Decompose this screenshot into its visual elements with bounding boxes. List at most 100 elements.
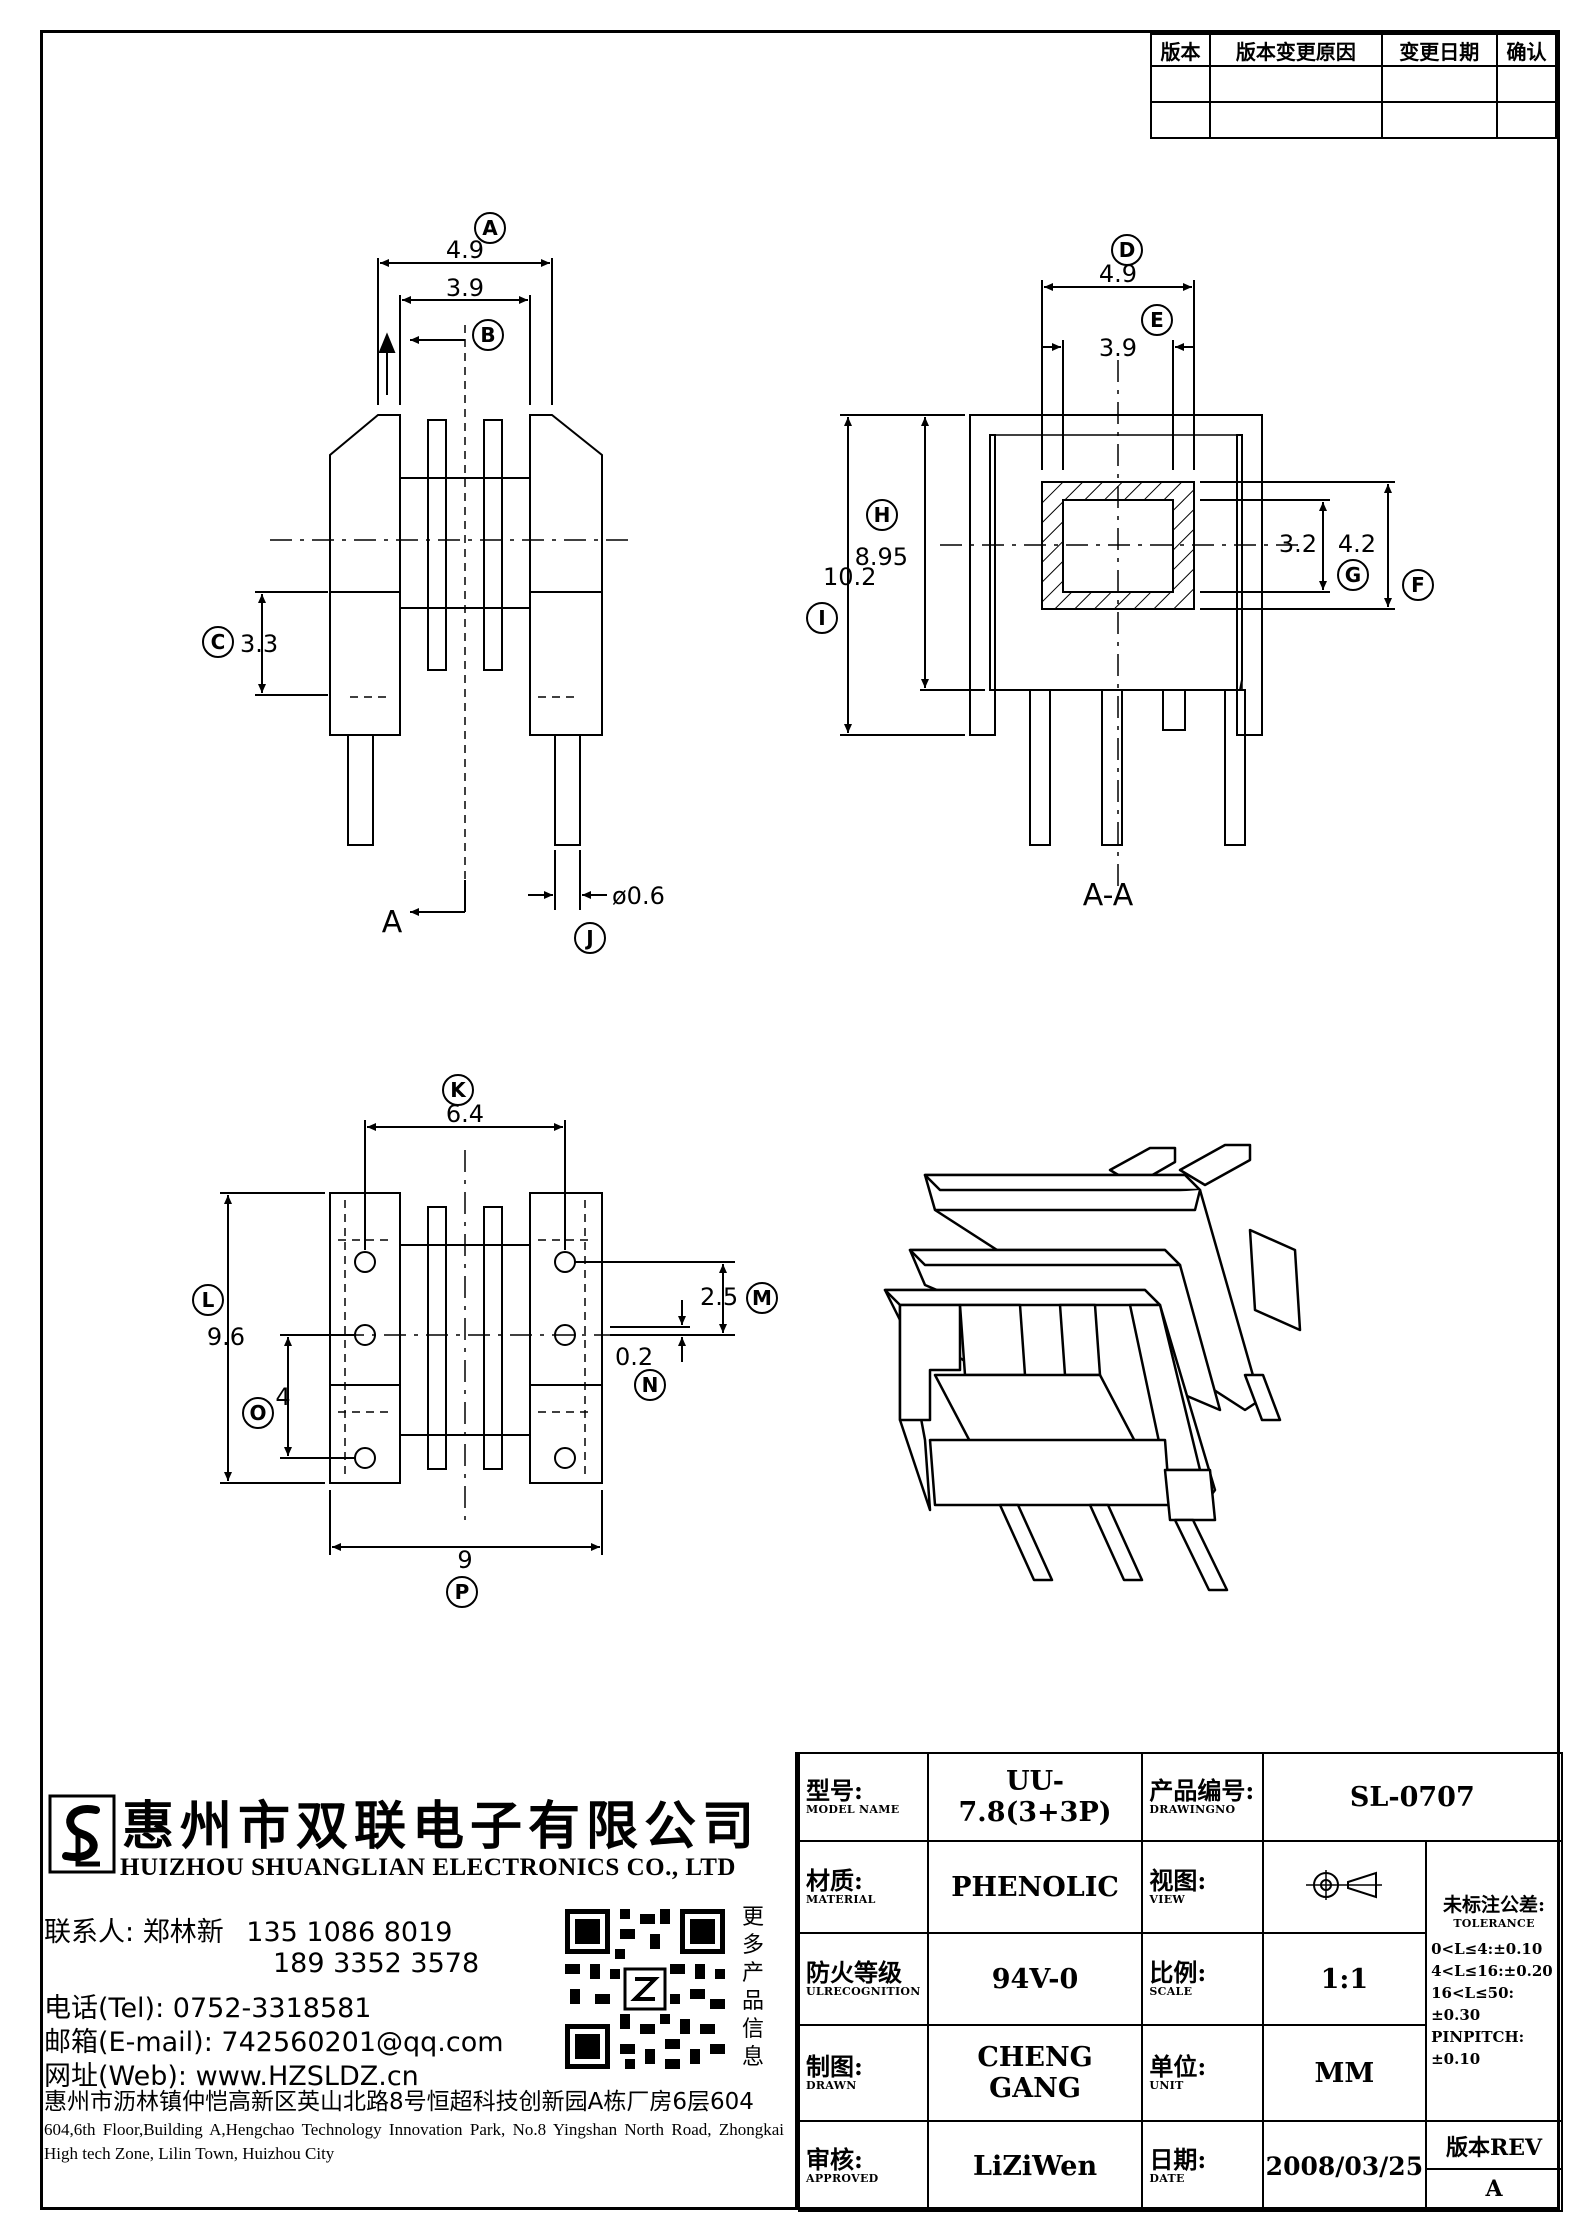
rev-label: 版本REV [1427,2124,1561,2170]
material-label: 材质: [806,1866,863,1895]
rev-header-date: 变更日期 [1380,33,1498,67]
tolerance-1: 0<L≤4:±0.10 [1431,1940,1543,1958]
title-block: 惠州市双联电子有限公司 HUIZHOU SHUANGLIAN ELECTRONI… [40,1752,1564,2212]
label-p: P [455,1580,470,1604]
label-m: M [752,1286,772,1310]
dim-n-value: 0.2 [615,1343,653,1371]
dim-c-value: 3.3 [240,630,278,658]
company-name-cn: 惠州市双联电子有限公司 [122,1796,761,1857]
spec-panel: 型号:MODEL NAME UU-7.8(3+3P) 产品编号:DRAWINGN… [795,1752,1564,2212]
label-o: O [249,1401,266,1425]
contact-label: 联系人: [44,1917,135,1948]
projection-symbol-icon [1306,1870,1383,1900]
dim-j-value: ø0.6 [612,882,665,910]
label-k: K [450,1078,467,1102]
rev-value: A [1485,2176,1503,2202]
label-d: D [1119,238,1136,262]
drawn-label-en: DRAWN [806,2079,857,2092]
section-mark-bottom: A [382,905,403,940]
web-link[interactable]: www.HZSLDZ.cn [195,2061,419,2092]
technical-drawing: 4.9 3.9 3.3 ø0.6 A A B C J [192,212,1434,1608]
address-en: 604,6th Floor,Building A,Hengchao Techno… [44,2120,784,2163]
drawn-value: CHENG GANG [926,2024,1144,2122]
section-view [840,280,1395,900]
flame-label: 防火等级 [806,1958,902,1987]
view-label-en: VIEW [1149,1893,1186,1906]
tel-label: 电话(Tel): [44,1993,165,2024]
isometric-view [883,1143,1302,1592]
dim-o-value: 4 [275,1383,290,1411]
rev-row [1149,65,1558,103]
dim-m-value: 2.5 [700,1283,738,1311]
label-h: H [874,503,891,527]
drawing-no-label: 产品编号: [1149,1776,1255,1805]
rev-header-confirm: 确认 [1495,33,1558,67]
company-panel: 惠州市双联电子有限公司 HUIZHOU SHUANGLIAN ELECTRONI… [40,1752,785,2210]
label-a: A [482,216,498,240]
unit-value: MM [1261,2024,1428,2122]
dim-h-value: 8.95 [855,543,908,571]
label-f: F [1411,573,1425,597]
unit-label-en: UNIT [1149,2079,1184,2092]
tolerance-4: PINPITCH:±0.10 [1431,2028,1525,2068]
label-c: C [211,630,226,654]
view-label: 视图: [1149,1866,1207,1895]
model-label-en: MODEL NAME [806,1803,900,1816]
date-label: 日期: [1149,2145,1207,2174]
dim-p-value: 9 [457,1546,472,1574]
bottom-view [220,1120,735,1555]
tel-value: 0752-3318581 [172,1993,372,2024]
qr-code-icon[interactable] [560,1904,730,2074]
web-label: 网址(Web): [44,2061,188,2092]
approved-label-en: APPROVED [806,2172,879,2185]
scale-label: 比例: [1149,1958,1207,1987]
company-name-en: HUIZHOU SHUANGLIAN ELECTRONICS CO., LTD [120,1854,736,1881]
drawn-label: 制图: [806,2052,863,2081]
dim-e-value: 3.9 [1099,334,1137,362]
model-label: 型号: [806,1776,863,1805]
material-label-en: MATERIAL [806,1893,876,1906]
date-label-en: DATE [1149,2172,1185,2185]
side-view [255,258,635,916]
material-value: PHENOLIC [926,1840,1144,1934]
date-value: 2008/03/25 [1261,2120,1428,2212]
label-b: B [480,323,495,347]
drawing-no-value: SL-0707 [1261,1752,1564,1842]
label-g: G [1345,563,1361,587]
dim-i-value: 10.2 [823,563,876,591]
rev-header-version: 版本 [1149,33,1212,67]
tolerance-3: 16<L≤50:±0.30 [1431,1984,1515,2024]
section-caption: A-A [1083,878,1134,913]
label-i: I [818,606,825,630]
scale-value: 1:1 [1261,1932,1428,2026]
contact-phone-2: 189 3352 3578 [273,1948,480,1979]
contact-line: 联系人: 郑林新 135 1086 8019 [44,1910,452,1949]
label-e: E [1150,308,1164,332]
dim-l-value: 9.6 [207,1323,245,1351]
email-label: 邮箱(E-mail): [44,2027,213,2058]
dim-f-value: 4.2 [1338,530,1376,558]
rev-header-reason: 版本变更原因 [1209,33,1383,67]
approved-label: 审核: [806,2145,863,2174]
model-value: UU-7.8(3+3P) [926,1752,1144,1842]
contact-name: 郑林新 [142,1917,224,1948]
web-line: 网址(Web): www.HZSLDZ.cn [44,2054,419,2093]
revision-table: 版本 版本变更原因 变更日期 确认 [1149,33,1558,139]
scale-label-en: SCALE [1149,1985,1193,1998]
qr-note: 更多产品信息 [742,1905,765,2070]
dim-a-value: 4.9 [446,236,484,264]
drawing-no-label-en: DRAWINGNO [1149,1803,1236,1816]
contact-phone-1: 135 1086 8019 [246,1917,453,1948]
unit-label: 单位: [1149,2052,1207,2081]
approved-value: LiZiWen [926,2120,1144,2212]
rev-row [1149,101,1558,139]
address-cn: 惠州市沥林镇仲恺高新区英山北路8号恒超科技创新园A栋厂房6层604 [44,2089,754,2115]
email-value[interactable]: 742560201@qq.com [221,2027,504,2058]
flame-value: 94V-0 [926,1932,1144,2026]
label-n: N [642,1373,659,1397]
label-l: L [202,1288,215,1312]
tel-line: 电话(Tel): 0752-3318581 [44,1986,371,2025]
dim-g-value: 3.2 [1279,530,1317,558]
dim-b-value: 3.9 [446,274,484,302]
tolerance-label: 未标注公差: [1443,1894,1546,1916]
